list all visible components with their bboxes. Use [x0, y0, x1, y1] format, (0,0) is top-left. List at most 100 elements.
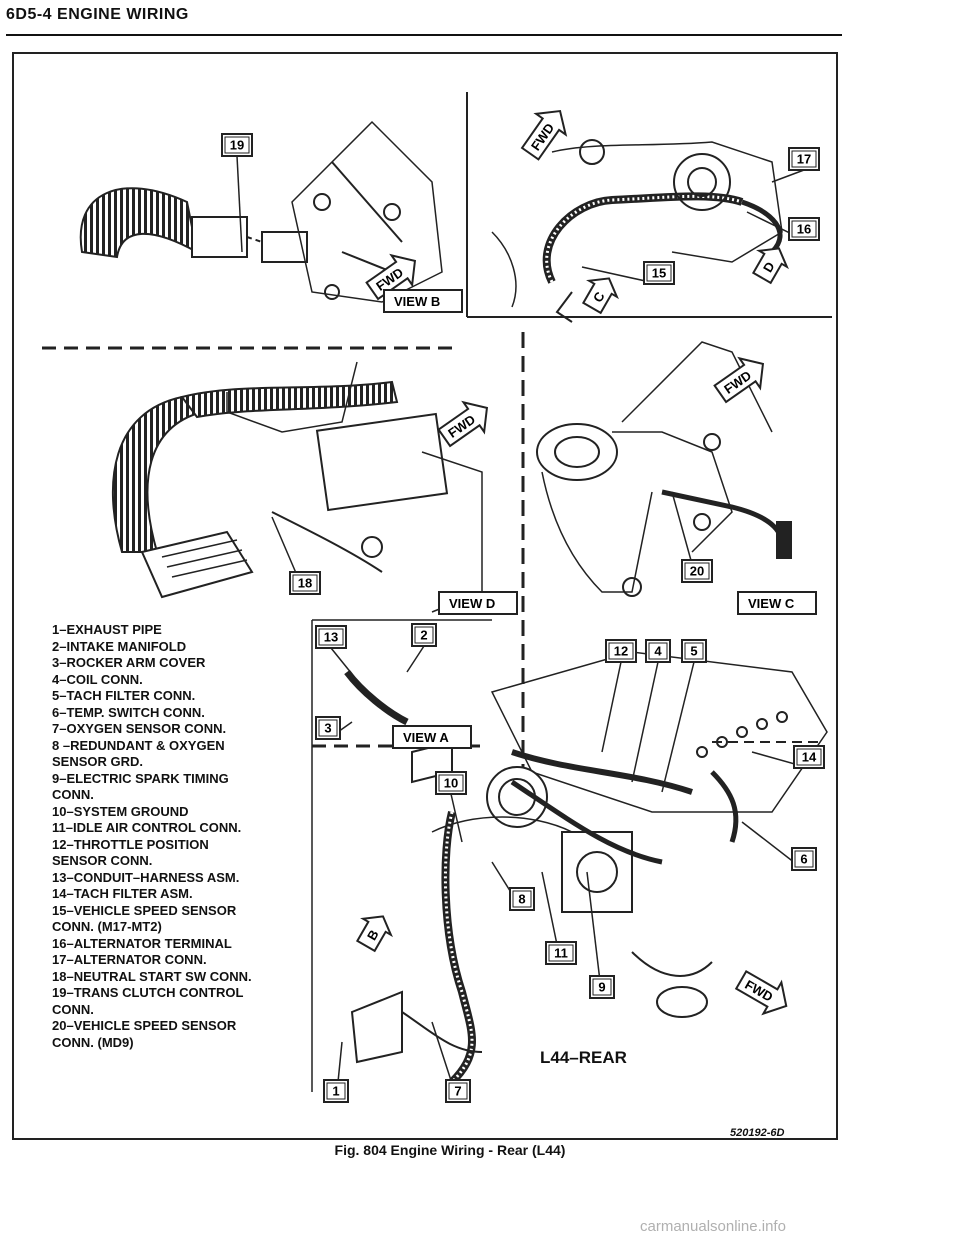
callout-box-inner	[292, 574, 318, 592]
fwd-arrow: FWD	[713, 356, 765, 404]
callout-box	[411, 623, 437, 647]
svg-text:VIEW B: VIEW B	[394, 294, 440, 309]
leader-line	[771, 169, 805, 183]
callout-box-inner	[646, 264, 672, 282]
callout-20: 20	[671, 491, 713, 583]
legend-item: 7–OXYGEN SENSOR CONN.	[52, 721, 227, 736]
callout-8: 8	[491, 861, 535, 911]
callout-17: 17	[771, 147, 820, 183]
callout-3: 3	[315, 716, 353, 740]
top-right-illustration	[491, 139, 783, 323]
legend-item: 9–ELECTRIC SPARK TIMING CONN.	[52, 770, 229, 803]
callout-6: 6	[741, 821, 817, 871]
callout-number: 4	[654, 644, 662, 659]
legend-item: 18–NEUTRAL START SW CONN.	[52, 968, 252, 984]
callout-number: 16	[797, 222, 811, 237]
top-left-illustration	[79, 120, 443, 303]
callout-box-inner	[326, 1082, 346, 1100]
callout-number: 9	[598, 980, 605, 995]
legend-item: 12–THROTTLE POSITION SENSOR CONN.	[52, 836, 209, 869]
legend-item: 1–EXHAUST PIPE	[52, 622, 162, 637]
view-a-label: VIEW A	[392, 725, 472, 749]
callout-box-inner	[318, 719, 338, 737]
callout-number: 11	[554, 946, 568, 961]
view-labels: VIEW B VIEW D VIEW C VIEW A	[383, 289, 817, 749]
engine-label: L44–REAR	[540, 1048, 627, 1067]
callout-box	[445, 1079, 471, 1103]
callout-box-inner	[318, 628, 344, 646]
callout-box-inner	[796, 748, 822, 766]
callout-number: 15	[652, 266, 666, 281]
part-number: 520192-6D	[730, 1127, 785, 1139]
leader-line	[450, 793, 463, 843]
view-b-label: VIEW B	[383, 289, 463, 313]
callout-box-inner	[548, 944, 574, 962]
leader-line	[406, 645, 425, 673]
callout-box	[788, 217, 820, 241]
callout-box-inner	[592, 978, 612, 996]
legend-item: 8 –REDUNDANT & OXYGEN SENSOR GRD.	[52, 737, 225, 770]
callout-number: 2	[420, 628, 427, 643]
svg-text:VIEW D: VIEW D	[449, 596, 495, 611]
callout-2: 2	[406, 623, 437, 673]
callout-number: 20	[690, 564, 704, 579]
direction-arrows: D C B	[355, 247, 789, 953]
legend-item: 17–ALTERNATOR CONN.	[52, 952, 207, 967]
callout-number: 19	[230, 138, 244, 153]
callout-number: 5	[690, 644, 697, 659]
legend-item: 19–TRANS CLUTCH CONTROL CONN.	[52, 985, 244, 1017]
callout-box	[605, 639, 637, 663]
legend-item: 15–VEHICLE SPEED SENSOR CONN. (M17-MT2)	[52, 902, 237, 935]
callout-box	[681, 639, 707, 663]
callout-box-inner	[791, 150, 817, 168]
callout-box	[681, 559, 713, 583]
callout-number: 18	[298, 576, 312, 591]
leader-line	[601, 661, 622, 753]
middle-right-illustration	[536, 341, 792, 597]
callout-number: 14	[802, 750, 817, 765]
callout-number: 8	[518, 892, 525, 907]
fwd-arrow: FWD	[437, 400, 489, 448]
callout-number: 3	[324, 721, 331, 736]
callout-number: 6	[800, 852, 807, 867]
callout-box-inner	[448, 1082, 468, 1100]
leader-line	[236, 155, 243, 253]
legend-item: 13–CONDUIT–HARNESS ASM.	[52, 869, 240, 885]
bottom-right-illustration	[344, 651, 828, 1085]
callout-box	[509, 887, 535, 911]
callout-19: 19	[221, 133, 253, 253]
callout-box	[589, 975, 615, 999]
direction-arrow-b: B	[355, 915, 393, 953]
legend-item: 3–ROCKER ARM COVER	[52, 655, 206, 670]
legend-item: 20–VEHICLE SPEED SENSOR CONN. (MD9)	[52, 1018, 237, 1050]
callout-box	[289, 571, 321, 595]
callout-9: 9	[586, 871, 615, 999]
callout-18: 18	[271, 516, 321, 595]
leader-line	[330, 647, 353, 675]
header-rule	[6, 34, 842, 36]
callout-13: 13	[315, 625, 353, 675]
watermark: carmanualsonline.info	[640, 1218, 786, 1235]
view-d-label: VIEW D	[438, 591, 518, 615]
callout-box	[645, 639, 671, 663]
callout-box	[788, 147, 820, 171]
callout-box-inner	[684, 562, 710, 580]
callout-7: 7	[431, 1021, 471, 1103]
legend-item: 16–ALTERNATOR TERMINAL	[52, 935, 232, 951]
fwd-arrow: FWD	[520, 109, 568, 161]
legend-item: 2–INTAKE MANIFOLD	[52, 638, 187, 654]
callout-box-inner	[224, 136, 250, 154]
svg-text:VIEW C: VIEW C	[748, 596, 795, 611]
callout-box-inner	[794, 850, 814, 868]
callout-15: 15	[581, 261, 675, 285]
callout-box-inner	[791, 220, 817, 238]
callout-box	[793, 745, 825, 769]
callout-4: 4	[631, 639, 671, 783]
callout-box	[643, 261, 675, 285]
callout-box-inner	[608, 642, 634, 660]
callout-box-inner	[684, 642, 704, 660]
legend-item: 14–TACH FILTER ASM.	[52, 886, 193, 901]
callout-number: 1	[332, 1084, 339, 1099]
callout-box	[791, 847, 817, 871]
